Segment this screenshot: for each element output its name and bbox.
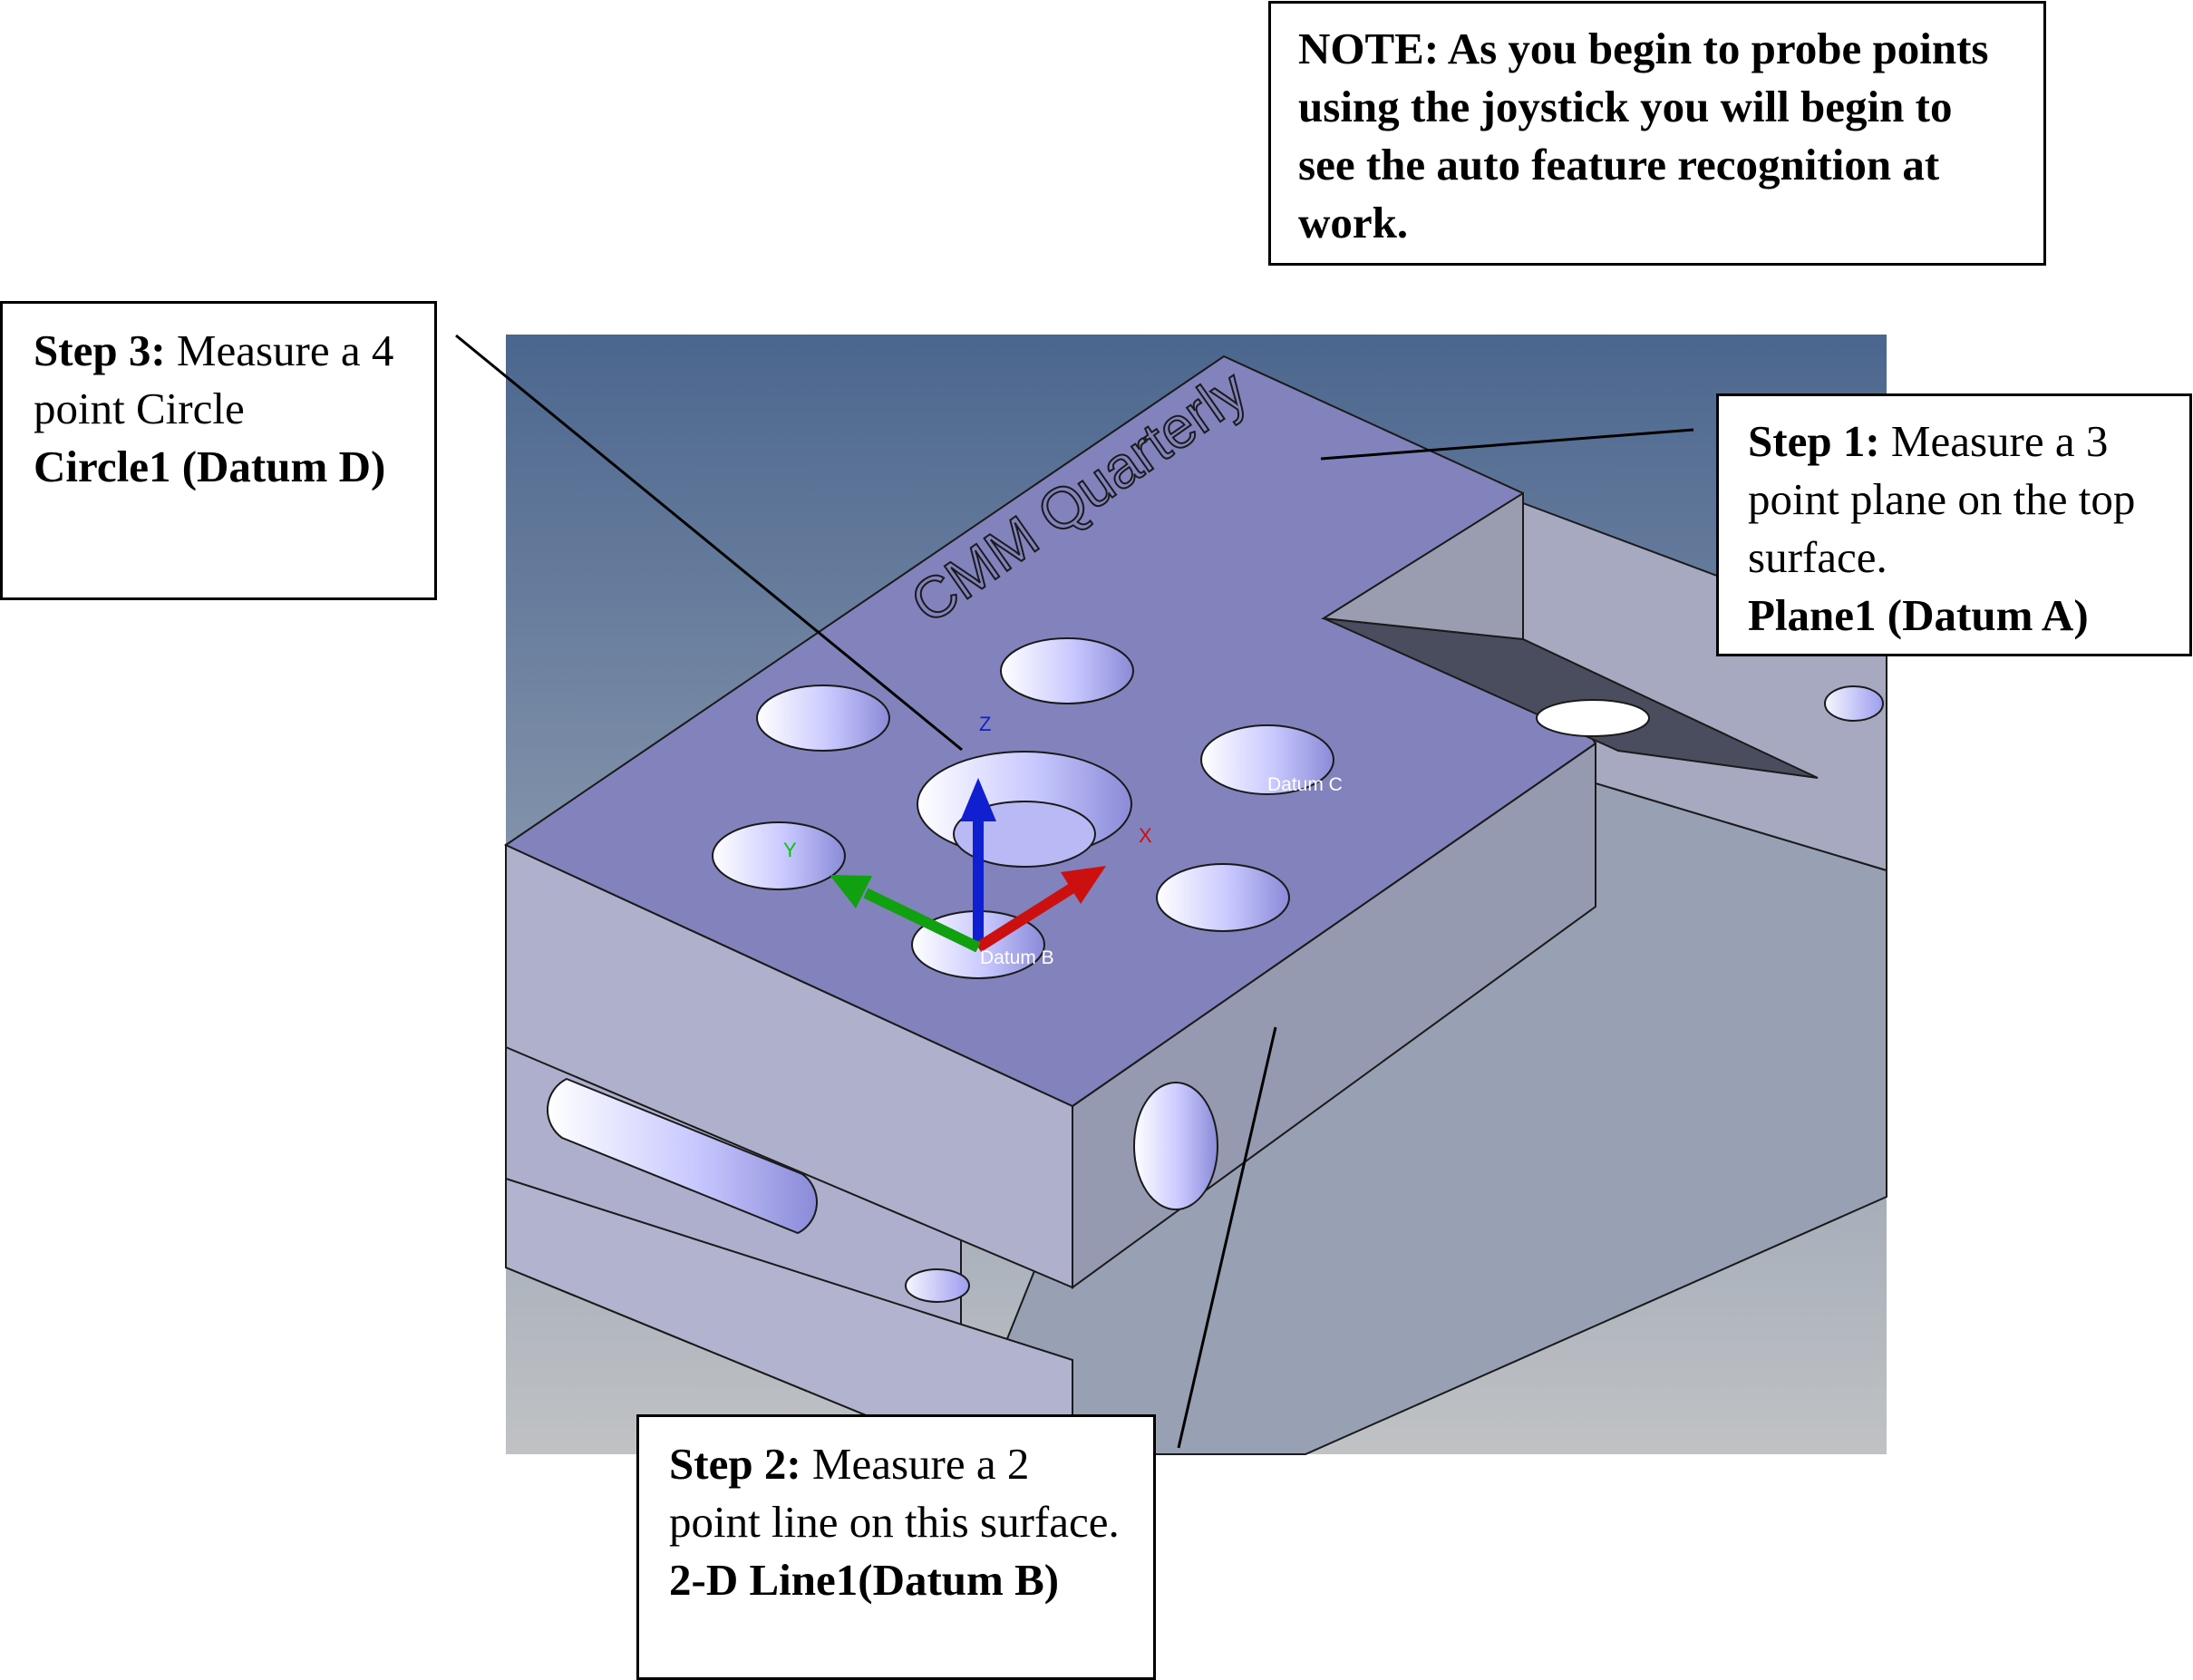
step3-feature: Circle1 (Datum D) <box>34 442 386 491</box>
step2-callout: Step 2: Measure a 2 point line on this s… <box>636 1414 1156 1680</box>
step1-heading: Step 1: <box>1748 416 1880 466</box>
y-axis-arrow <box>863 888 981 953</box>
hole-1 <box>756 685 890 752</box>
slot <box>547 1077 818 1235</box>
note-box: NOTE: As you begin to probe points using… <box>1268 1 2046 266</box>
hole-2 <box>1000 637 1134 704</box>
x-axis-label: X <box>1139 824 1152 847</box>
step1-description: Measure a 3 point plane on the top surfa… <box>1748 416 2136 582</box>
step1-feature: Plane1 (Datum A) <box>1748 590 2089 640</box>
axis-triad: Z X Y <box>783 713 1152 953</box>
step2-feature: 2-D Line1(Datum B) <box>669 1555 1060 1605</box>
z-axis-label: Z <box>979 713 991 735</box>
notch-wall <box>1321 491 1524 641</box>
step2-description: Measure a 2 point line on this surface. <box>669 1439 1120 1547</box>
y-axis-label: Y <box>783 839 797 861</box>
y-axis-head <box>830 875 872 908</box>
ledge-small-hole <box>905 1268 970 1303</box>
step3-heading: Step 3: <box>34 325 166 375</box>
top-holes <box>712 637 1334 979</box>
step1-callout: Step 1: Measure a 3 point plane on the t… <box>1716 393 2192 656</box>
leader-step2 <box>1177 1026 1277 1449</box>
x-axis-arrow <box>975 881 1078 953</box>
z-axis-head <box>960 778 996 821</box>
leader-step3 <box>455 334 963 752</box>
datum-b-label: Datum B <box>980 947 1054 968</box>
datum-c-label: Datum C <box>1267 774 1343 795</box>
note-text: NOTE: As you begin to probe points using… <box>1298 24 1989 248</box>
step3-description: Measure a 4 point Circle <box>34 325 394 433</box>
x-axis-head <box>1061 866 1106 904</box>
hole-4 <box>1156 863 1290 932</box>
notch-hole <box>1536 699 1650 737</box>
step2-heading: Step 2: <box>669 1439 801 1489</box>
side-bore <box>1133 1082 1218 1210</box>
step3-callout: Step 3: Measure a 4 point Circle Circle1… <box>0 301 437 600</box>
leader-step1 <box>1320 428 1694 461</box>
hole-3 <box>712 821 846 890</box>
boss-small-hole <box>1824 685 1884 722</box>
hole-datum-c <box>1200 724 1334 795</box>
